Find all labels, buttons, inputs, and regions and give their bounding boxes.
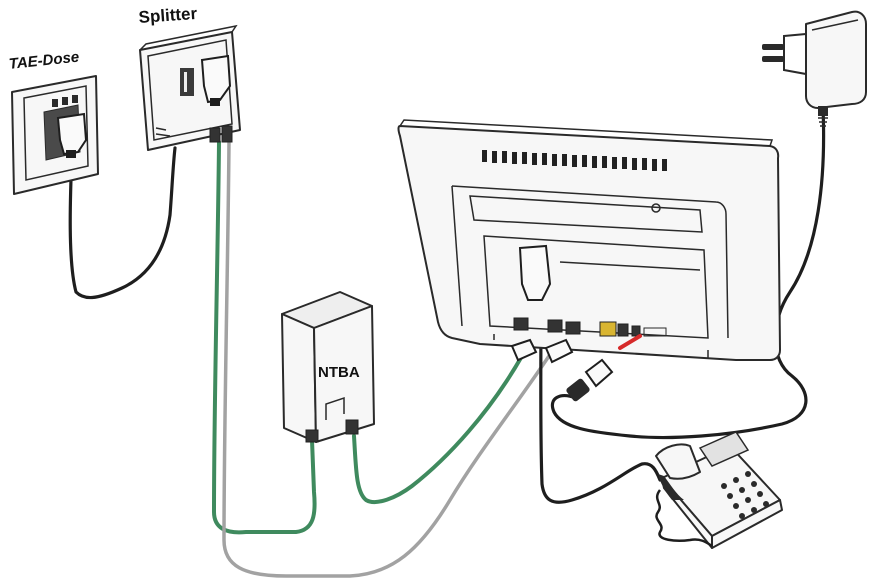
ntba-label: NTBA <box>318 364 360 381</box>
router-icon <box>399 120 781 402</box>
splitter-label: Splitter <box>138 4 198 28</box>
wall-socket-icon <box>12 76 98 194</box>
telephone-icon <box>656 432 782 548</box>
power-adapter-icon <box>762 12 866 126</box>
splitter-box-icon <box>140 26 240 150</box>
